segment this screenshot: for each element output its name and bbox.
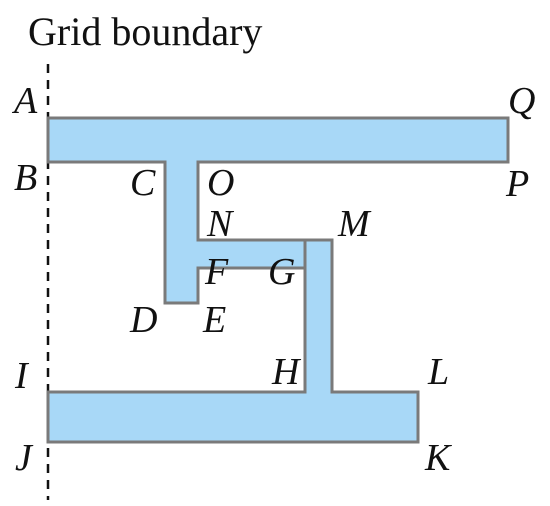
label-l: L	[427, 351, 449, 393]
label-f: F	[204, 251, 229, 293]
lower-region	[46, 238, 420, 444]
label-o: O	[207, 162, 234, 204]
label-k: K	[424, 437, 452, 479]
label-j: J	[15, 437, 34, 479]
label-g: G	[268, 251, 295, 293]
label-d: D	[129, 299, 157, 341]
diagram-title: Grid boundary	[28, 9, 262, 54]
label-q: Q	[508, 80, 535, 122]
label-c: C	[130, 162, 156, 204]
label-h: H	[271, 351, 302, 393]
label-n: N	[206, 203, 235, 245]
label-a: A	[11, 80, 38, 122]
label-i: I	[14, 355, 30, 397]
label-b: B	[14, 157, 37, 199]
label-p: P	[505, 163, 529, 205]
label-e: E	[202, 299, 226, 341]
label-m: M	[337, 203, 372, 245]
